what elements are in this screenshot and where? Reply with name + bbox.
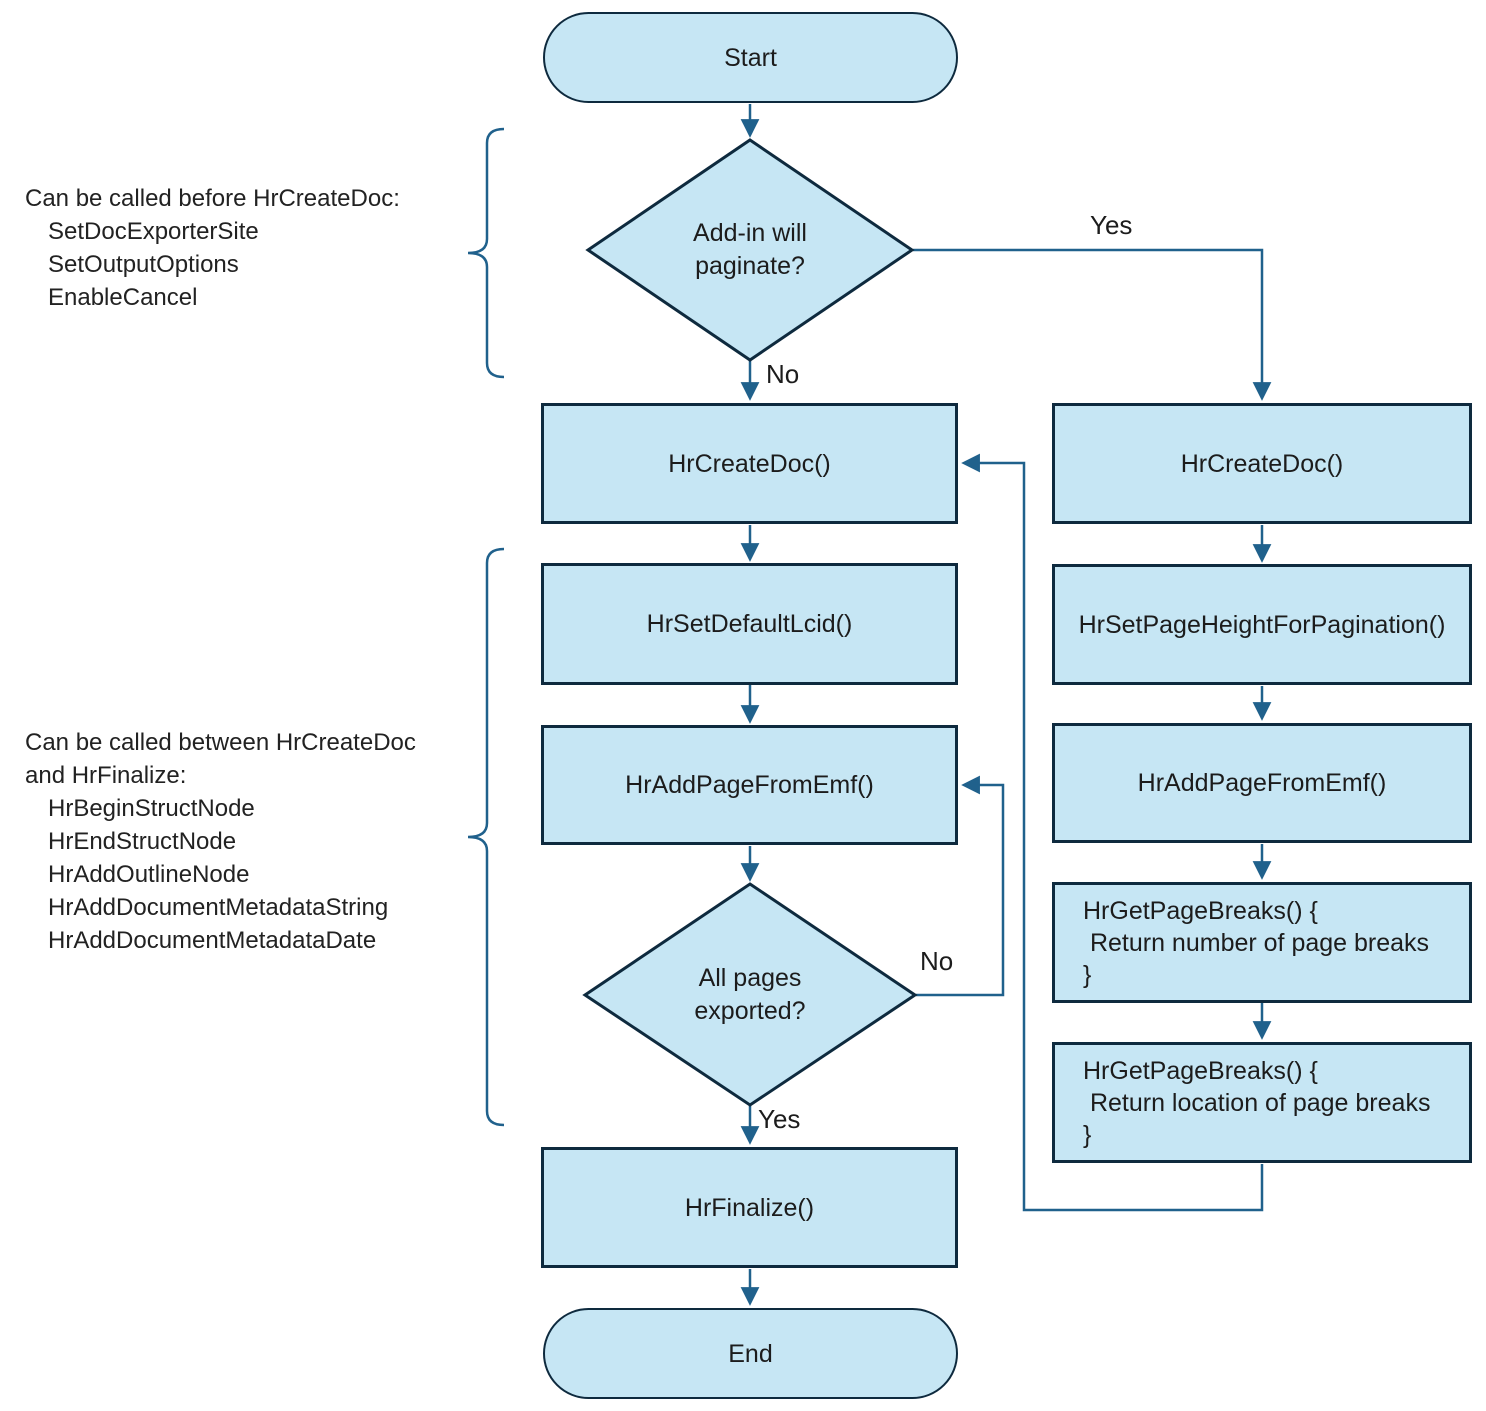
process-hrfinalize: HrFinalize() — [541, 1147, 958, 1268]
annotation-between-title: Can be called between HrCreateDoc and Hr… — [25, 729, 416, 789]
decision-addin-paginate-shape — [585, 138, 915, 362]
end-node: End — [543, 1308, 958, 1399]
label-paginate-yes: Yes — [1090, 210, 1133, 240]
process-hrcreatedoc-right: HrCreateDoc() — [1052, 403, 1472, 524]
process-hrsetdefaultlcid: HrSetDefaultLcid() — [541, 563, 958, 685]
process-hrsetpageheightforpagination: HrSetPageHeightForPagination() — [1052, 564, 1472, 685]
annotation-before-title: Can be called before HrCreateDoc: — [25, 185, 400, 212]
annotation-between-hrcreatedoc-hrfinalize: Can be called between HrCreateDoc and Hr… — [25, 726, 490, 957]
process-hrgetpagebreaks-count: HrGetPageBreaks() { Return number of pag… — [1052, 882, 1472, 1003]
label-exported-yes: Yes — [758, 1104, 801, 1134]
annotation-between-item: HrAddDocumentMetadataDate — [48, 927, 377, 954]
annotation-between-item: HrAddOutlineNode — [48, 861, 250, 888]
annotation-before-hrcreatedoc: Can be called before HrCreateDoc: SetDoc… — [25, 182, 480, 314]
decision-all-pages-exported-label: All pages exported? — [694, 963, 806, 1025]
edge-exported-no-loop — [916, 775, 1005, 997]
annotation-before-item: SetOutputOptions — [48, 251, 239, 278]
annotation-between-item: HrEndStructNode — [48, 828, 237, 855]
annotation-between-item: HrBeginStructNode — [48, 795, 255, 822]
start-node: Start — [543, 12, 958, 103]
edge-paginate-yes-to-createdoc-right — [913, 248, 1272, 401]
brace-between-hrcreatedoc-hrfinalize — [467, 547, 505, 1127]
decision-addin-paginate-label: Add-in will paginate? — [693, 219, 807, 280]
annotation-before-item: SetDocExporterSite — [48, 218, 259, 245]
process-hraddpagefromemf-right: HrAddPageFromEmf() — [1052, 723, 1472, 843]
label-paginate-no: No — [766, 359, 800, 389]
process-hrcreatedoc-left: HrCreateDoc() — [541, 403, 958, 524]
decision-all-pages-exported-shape — [582, 882, 918, 1107]
annotation-before-item: EnableCancel — [48, 284, 198, 311]
process-hrgetpagebreaks-location: HrGetPageBreaks() { Return location of p… — [1052, 1042, 1472, 1163]
process-hraddpagefromemf-left: HrAddPageFromEmf() — [541, 725, 958, 845]
label-exported-no: No — [920, 946, 954, 976]
annotation-between-item: HrAddDocumentMetadataString — [48, 894, 389, 921]
brace-before-hrcreatedoc — [467, 127, 505, 379]
edge-breaks-location-to-createdoc-left — [961, 453, 1264, 1212]
